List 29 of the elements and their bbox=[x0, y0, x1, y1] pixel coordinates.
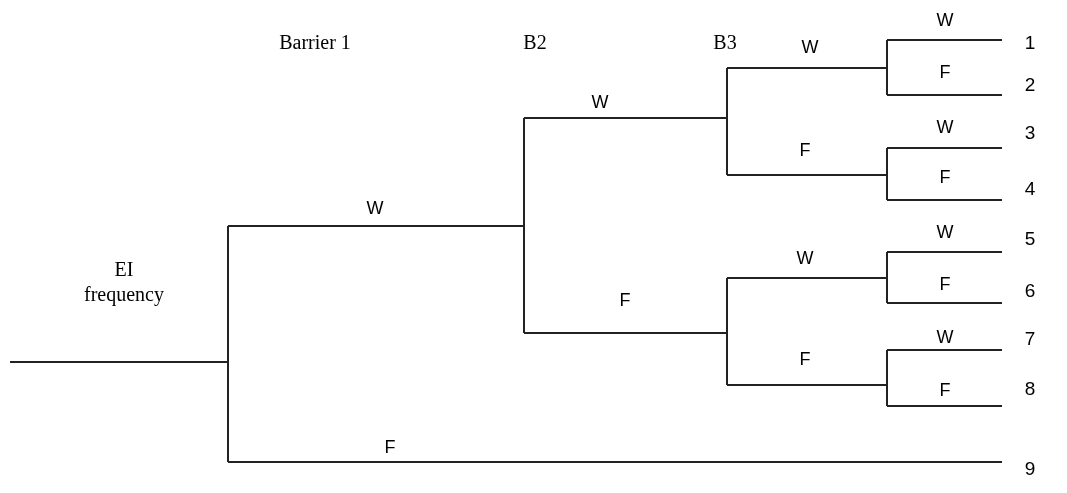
branch-label: W bbox=[936, 11, 954, 29]
branch-label: F bbox=[939, 275, 951, 293]
branch-label: F bbox=[799, 350, 811, 368]
branch-label: W bbox=[936, 328, 954, 346]
outcome-number: 7 bbox=[1024, 328, 1036, 348]
row-heading: EI frequency bbox=[83, 257, 165, 307]
outcome-number: 6 bbox=[1024, 280, 1036, 300]
outcome-number: 3 bbox=[1024, 122, 1036, 142]
column-heading: Barrier 1 bbox=[279, 29, 351, 55]
branch-label: W bbox=[796, 249, 814, 267]
column-heading: B3 bbox=[713, 29, 737, 55]
column-heading: B2 bbox=[523, 29, 547, 55]
outcome-number: 2 bbox=[1024, 74, 1036, 94]
branch-label: F bbox=[939, 381, 951, 399]
branch-label: F bbox=[799, 141, 811, 159]
branch-label: W bbox=[801, 38, 819, 56]
branch-label: F bbox=[384, 438, 396, 456]
outcome-number: 1 bbox=[1024, 32, 1036, 52]
branch-label: F bbox=[939, 168, 951, 186]
branch-label: W bbox=[591, 93, 609, 111]
branch-label: F bbox=[619, 291, 631, 309]
outcome-number: 8 bbox=[1024, 378, 1036, 398]
branch-label: W bbox=[366, 199, 384, 217]
branch-label: W bbox=[936, 118, 954, 136]
branch-label: W bbox=[936, 223, 954, 241]
branch-label: F bbox=[939, 63, 951, 81]
outcome-number: 9 bbox=[1024, 458, 1036, 478]
outcome-number: 4 bbox=[1024, 178, 1036, 198]
outcome-number: 5 bbox=[1024, 228, 1036, 248]
